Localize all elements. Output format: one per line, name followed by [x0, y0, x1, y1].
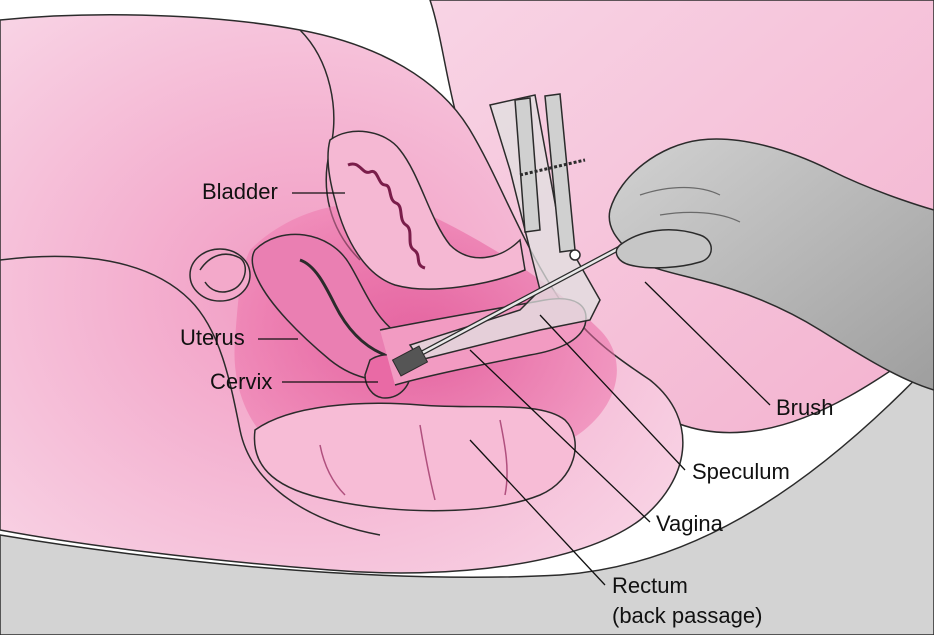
- label-cervix: Cervix: [210, 370, 272, 394]
- label-bladder: Bladder: [202, 180, 278, 204]
- label-rectum: Rectum: [612, 574, 688, 598]
- label-brush: Brush: [776, 396, 833, 420]
- label-vagina: Vagina: [656, 512, 723, 536]
- speculum-pivot: [570, 250, 580, 260]
- label-uterus: Uterus: [180, 326, 245, 350]
- label-speculum: Speculum: [692, 460, 790, 484]
- label-rectum-note: (back passage): [612, 604, 762, 628]
- ovary-shape: [190, 249, 250, 301]
